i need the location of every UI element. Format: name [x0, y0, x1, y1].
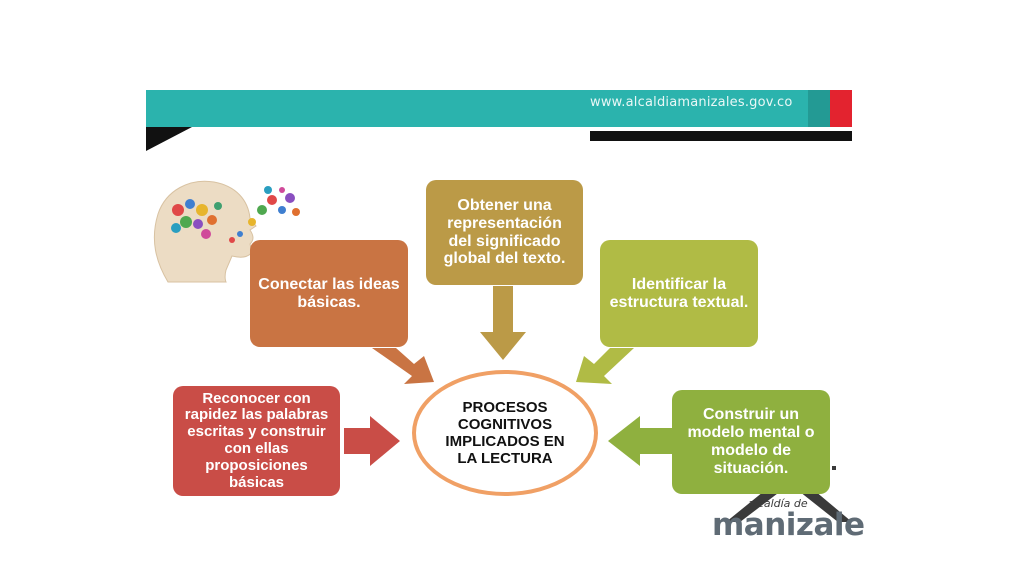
- arrow-recognize-to-center: [344, 416, 400, 466]
- node-mental-model: Construir un modelo mental o modelo de s…: [672, 390, 830, 494]
- node-text-structure: Identificar la estructura textual.: [600, 240, 758, 347]
- arrow-identify-to-center: [576, 348, 634, 384]
- arrow-construct-to-center: [608, 416, 672, 466]
- corner-wedge: [146, 127, 192, 151]
- header-banner: [146, 90, 808, 127]
- header-stripe-red: [830, 90, 852, 127]
- node-global-representation: Obtener una representación del significa…: [426, 180, 583, 285]
- logo-small-text: alcaldía de: [748, 497, 808, 510]
- arrow-represent-to-center: [480, 286, 526, 360]
- header-stripe-teal: [808, 90, 830, 127]
- center-node: PROCESOS COGNITIVOS IMPLICADOS EN LA LEC…: [412, 370, 598, 496]
- node-recognize-words: Reconocer con rapidez las palabras escri…: [173, 386, 340, 496]
- header-black-bar: [590, 131, 852, 141]
- node-connect-ideas: Conectar las ideas básicas.: [250, 240, 408, 347]
- arrow-connect-to-center: [372, 348, 434, 384]
- header-url: www.alcaldiamanizales.gov.co: [590, 95, 793, 110]
- letters-cloud-icon: [171, 186, 300, 243]
- logo-main-text: manizale: [712, 507, 865, 543]
